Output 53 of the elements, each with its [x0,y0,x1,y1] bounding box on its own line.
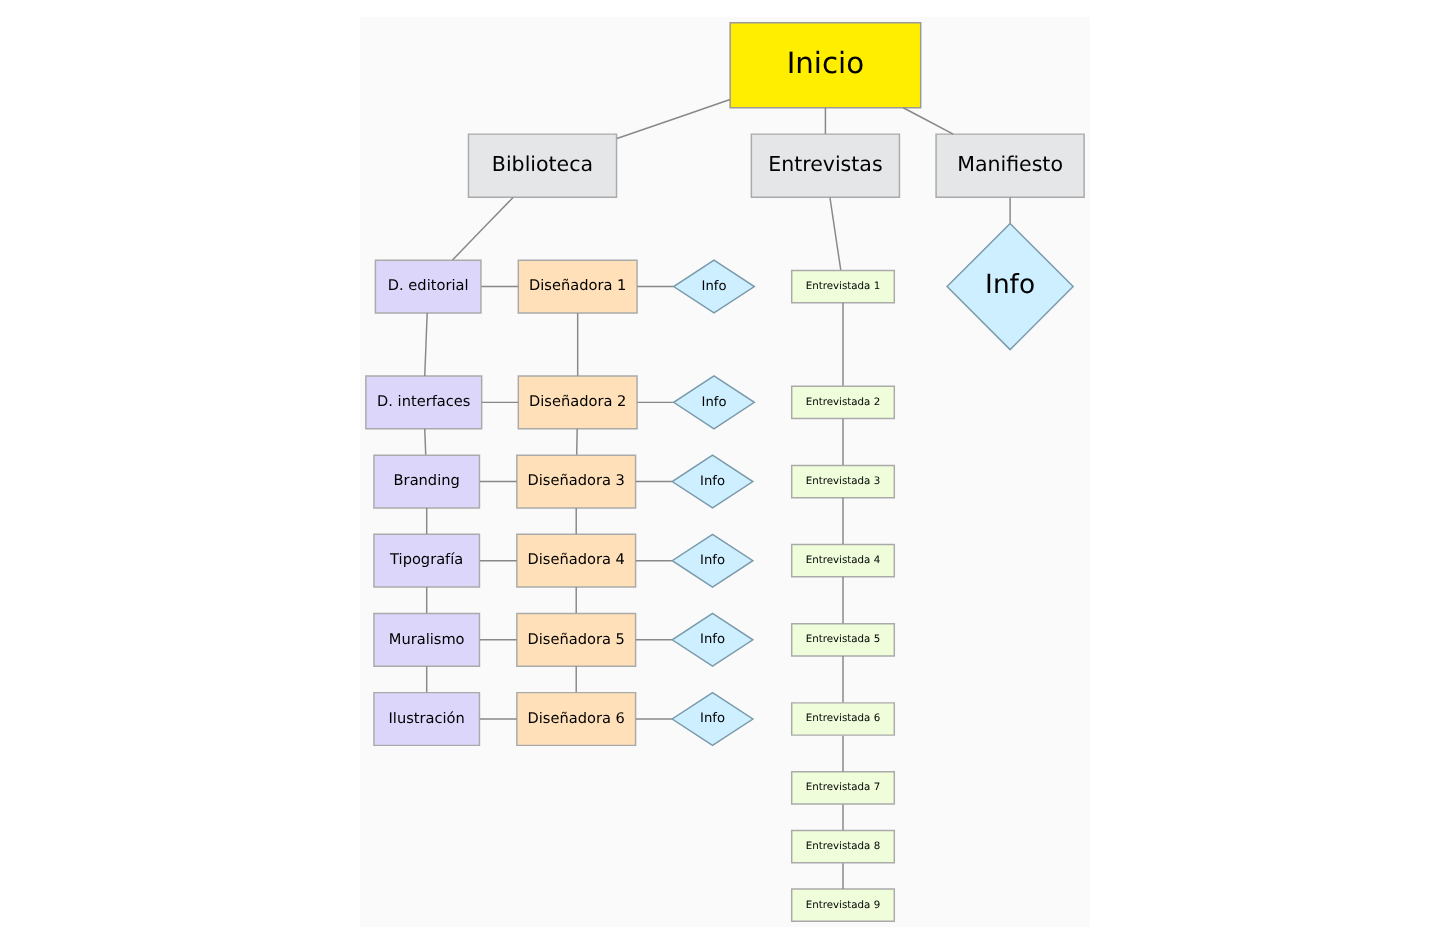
connector [634,559,672,562]
connector [424,665,427,693]
node-box: Diseñadora 6 [515,691,636,747]
connector [828,196,841,271]
node-diamond: Info [945,222,1074,351]
node-box: Entrevistas [749,133,900,198]
connector [635,401,673,404]
connector [478,718,517,720]
connector [478,639,517,641]
connector [424,507,427,535]
connector [901,107,953,135]
node-box: Muralismo [372,612,480,667]
connector [823,107,826,135]
connector [841,862,843,890]
connector [635,285,673,288]
node-box: Diseñadora 5 [515,612,636,667]
node-box: Diseñadora 1 [516,259,637,314]
connector [841,655,843,704]
node-box: Inicio [728,21,921,109]
node-box: Diseñadora 2 [516,375,637,430]
connector [423,312,427,377]
connector [574,507,576,535]
connector [634,718,672,720]
connector [423,428,426,456]
connector [450,196,513,261]
connector [841,417,843,466]
node-box: Branding [372,454,480,509]
connector [424,586,427,614]
connector [479,285,518,288]
connector [841,496,843,545]
connector [841,576,843,624]
connector [634,480,672,483]
connector [574,665,576,693]
node-box: Ilustración [372,691,480,747]
node-box: Diseñadora 4 [515,533,636,588]
connector [841,302,843,387]
connector [615,98,730,140]
connector [574,428,577,456]
connector [1008,196,1010,224]
node-box: Tipografía [372,533,480,588]
connector [575,312,578,377]
connector [841,803,843,831]
connector [574,586,576,614]
connector [634,639,672,641]
node-box: D. editorial [373,259,481,314]
connector [480,401,519,404]
connector [841,735,843,773]
node-box: Manifiesto [934,133,1084,198]
connector [478,480,517,483]
node-box: D. interfaces [364,375,482,430]
node-box: Diseñadora 3 [515,454,636,509]
connector [478,559,517,562]
node-box: Biblioteca [466,133,617,198]
